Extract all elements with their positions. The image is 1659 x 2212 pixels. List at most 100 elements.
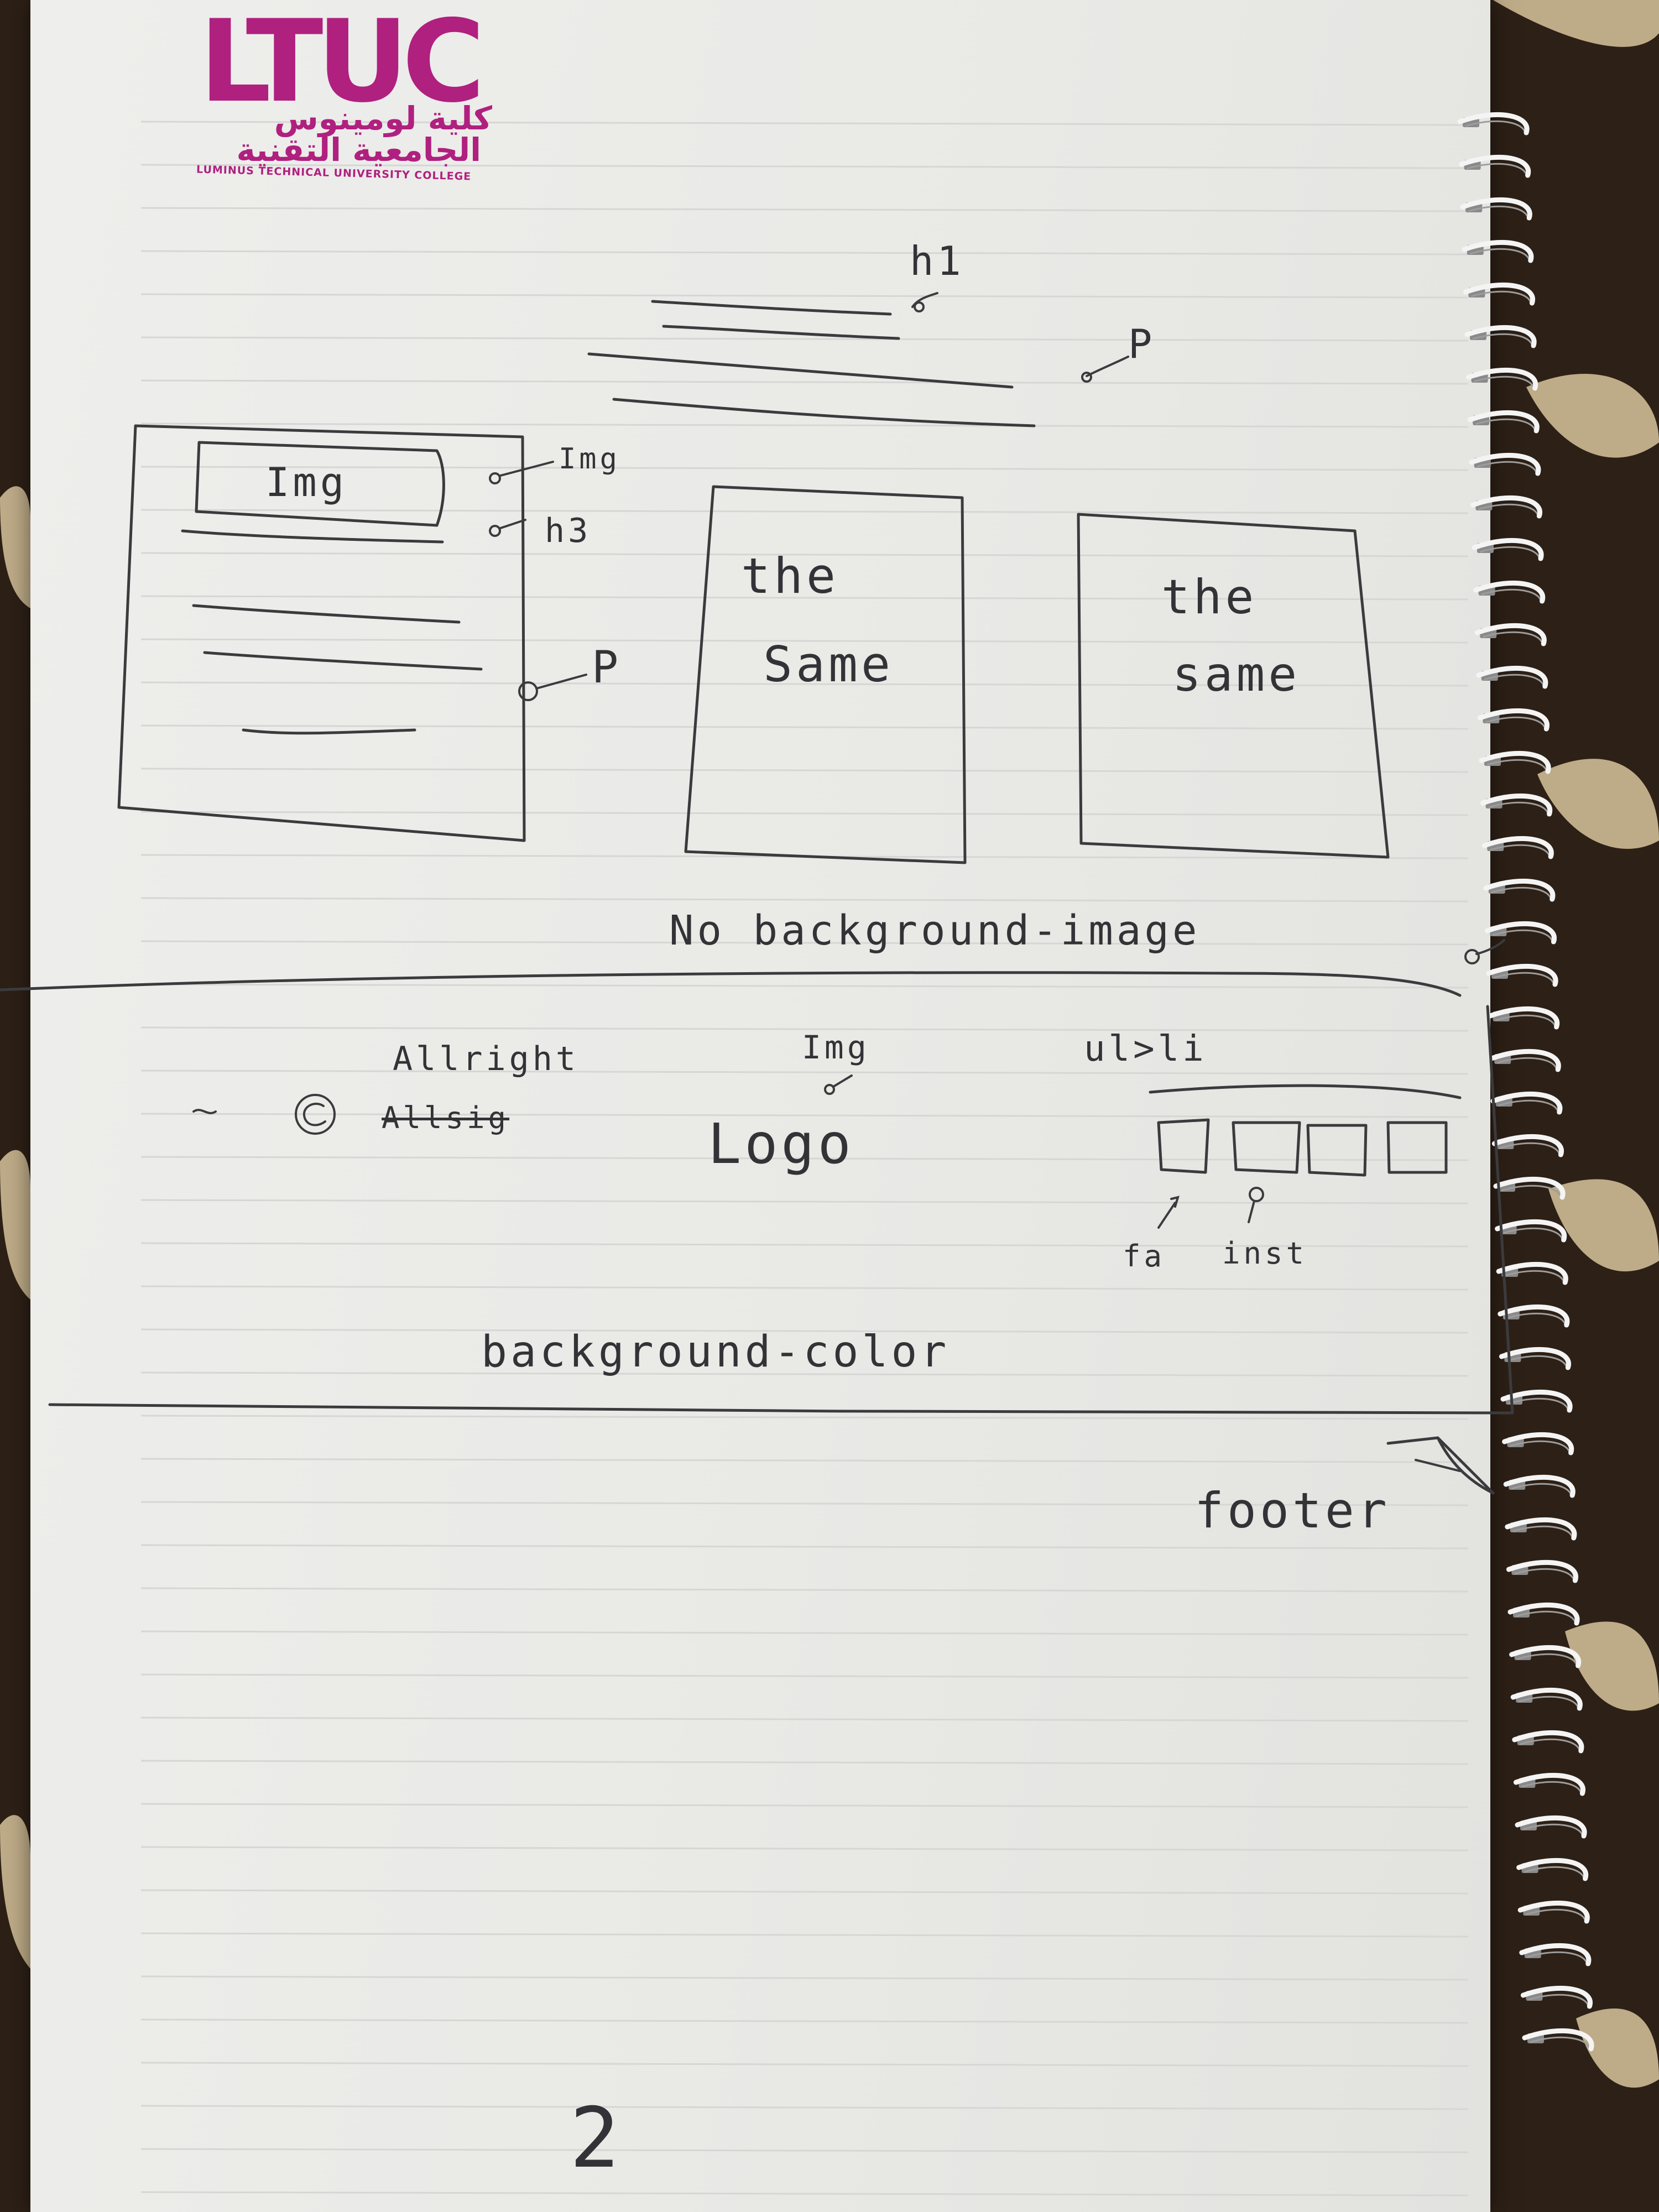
footer-img-arrow — [824, 1074, 853, 1095]
logo-arabic-line-2: الجامعية التقنية — [236, 131, 481, 169]
footer-label-arrow — [1386, 1436, 1495, 1495]
instagram-label: inst — [1222, 1236, 1308, 1271]
spiral-ring — [1515, 1815, 1587, 1839]
ruled-line — [140, 1328, 1469, 1334]
ruled-line — [140, 509, 1469, 514]
ruled-line — [140, 1371, 1469, 1377]
card-3-outline — [1077, 513, 1390, 859]
card-h3-label: h3 — [545, 512, 592, 550]
ruled-line — [140, 336, 1469, 342]
ruled-line — [140, 1156, 1469, 1161]
logo-mark: LTUC — [199, 0, 485, 128]
spiral-ring — [1502, 1432, 1574, 1455]
spiral-ring — [1495, 1219, 1567, 1243]
spiral-ring — [1480, 793, 1553, 817]
ruled-line — [140, 1242, 1469, 1248]
p-lines — [587, 352, 1036, 427]
ruled-line — [140, 1501, 1469, 1506]
card-3-text-line-2: same — [1172, 647, 1301, 702]
card-img-label: Img — [559, 442, 620, 476]
footer-img-label: Img — [802, 1029, 870, 1066]
ruled-line — [140, 1630, 1469, 1636]
spiral-ring — [1457, 112, 1530, 135]
cards-section-note: No background-image — [669, 907, 1201, 954]
spiral-ring — [1517, 1900, 1590, 1924]
spiral-ring — [1519, 1943, 1592, 1966]
ruled-line — [140, 1026, 1469, 1032]
spiral-ring — [1493, 1176, 1566, 1200]
ruled-line — [140, 768, 1469, 773]
ruled-line — [140, 1113, 1469, 1118]
spiral-ring — [1490, 1091, 1563, 1115]
page-number: 2 — [570, 2090, 620, 2187]
spiral-ring — [1473, 580, 1546, 604]
spiral-ring — [1522, 2028, 1594, 2052]
spiral-ring — [1463, 282, 1535, 306]
logo-arabic-line-1: كلية لومينوس — [274, 100, 492, 137]
footer-background-note: background-color — [481, 1327, 950, 1377]
spiral-ring — [1460, 197, 1532, 221]
ruled-line — [140, 1975, 1469, 1981]
spiral-ring — [1477, 708, 1550, 732]
ruled-line — [140, 940, 1469, 946]
spiral-ring — [1505, 1517, 1577, 1541]
card-1-p-lines — [192, 604, 483, 735]
ruled-line — [140, 681, 1469, 687]
spiral-ring — [1500, 1389, 1573, 1413]
spiral-ring — [1489, 1048, 1561, 1072]
ruled-line — [140, 1889, 1469, 1895]
spiral-ring — [1464, 325, 1537, 348]
h1-lines — [651, 300, 900, 340]
ruled-line — [140, 1717, 1469, 1722]
ruled-line — [140, 1587, 1469, 1593]
ruled-line — [140, 2062, 1469, 2067]
card-img-placeholder: Img — [265, 459, 348, 505]
spiral-ring — [1483, 878, 1556, 902]
spiral-ring — [1496, 1261, 1568, 1285]
list-underline — [1149, 1084, 1462, 1099]
ruled-line — [140, 1544, 1469, 1550]
ruled-line — [140, 1673, 1469, 1679]
ruled-line — [140, 466, 1469, 471]
card-1-h3-arrow — [489, 519, 526, 537]
tilde-mark — [192, 1109, 217, 1114]
copyright-text: Allright — [393, 1040, 579, 1078]
card-1-img-box — [195, 441, 445, 527]
spiral-ring — [1484, 921, 1557, 945]
social-box-arrows — [1157, 1187, 1264, 1229]
spiral-ring — [1462, 239, 1534, 263]
p-arrow — [1081, 356, 1129, 383]
ruled-line — [140, 2105, 1469, 2110]
spiral-ring — [1516, 1858, 1589, 1881]
card-3-text-line-1: the — [1161, 570, 1258, 625]
spiral-ring — [1466, 367, 1538, 391]
ruled-line — [140, 2191, 1469, 2197]
card-2-text-line-2: Same — [763, 636, 894, 693]
ruled-line — [140, 1846, 1469, 1851]
ruled-line — [140, 1458, 1469, 1463]
spiral-ring — [1472, 538, 1544, 561]
facebook-label: fa — [1123, 1239, 1166, 1274]
spiral-ring — [1481, 836, 1554, 859]
ruled-line — [140, 983, 1469, 989]
ruled-line — [140, 1070, 1469, 1075]
spiral-ring — [1470, 495, 1542, 519]
ruled-line — [140, 379, 1469, 385]
spiral-ring — [1486, 963, 1558, 987]
spiral-ring — [1512, 1730, 1584, 1754]
ruled-line — [140, 1803, 1469, 1808]
copyright-icon — [295, 1094, 336, 1135]
ruled-line — [140, 638, 1469, 644]
ruled-line — [140, 552, 1469, 557]
ruled-line — [140, 2148, 1469, 2153]
card-2-text-line-1: the — [741, 547, 839, 604]
card-1-p-arrow — [518, 674, 587, 701]
section-divider — [0, 971, 1462, 997]
footer-logo-text: Logo — [708, 1112, 854, 1176]
ruled-line — [140, 164, 1469, 169]
divider-note-arrow — [1475, 939, 1505, 955]
ltuc-logo: LTUC كلية لومينوس الجامعية التقنية LUMIN… — [169, 6, 523, 199]
ruled-line — [140, 207, 1469, 212]
copyright-struck-text: Allsig — [382, 1100, 510, 1135]
